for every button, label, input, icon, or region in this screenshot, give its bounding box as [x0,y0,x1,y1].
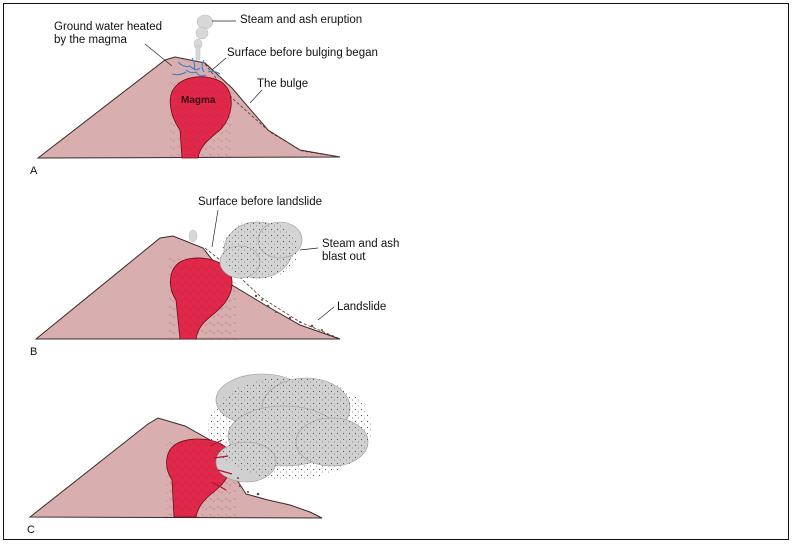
label-steam-ash-blast-line1: Steam and ash [322,238,399,251]
label-steam-ash-eruption: Steam and ash eruption [240,14,362,27]
label-ground-water-line2: by the magma [54,34,127,47]
label-landslide: Landslide [337,301,386,314]
panel-c [30,374,372,518]
panel-letter-b: B [30,346,37,358]
label-surface-before-bulging: Surface before bulging began [227,47,378,60]
label-the-bulge: The bulge [257,78,308,91]
label-surface-before-landslide: Surface before landslide [198,196,322,209]
label-steam-ash-blast-line2: blast out [322,251,365,264]
label-magma: Magma [181,95,215,106]
panel-letter-c: C [27,524,35,536]
steam-plume-a [194,15,213,60]
panel-letter-a: A [30,165,37,177]
label-ground-water-line1: Ground water heated [54,21,162,34]
panel-b [36,210,340,340]
